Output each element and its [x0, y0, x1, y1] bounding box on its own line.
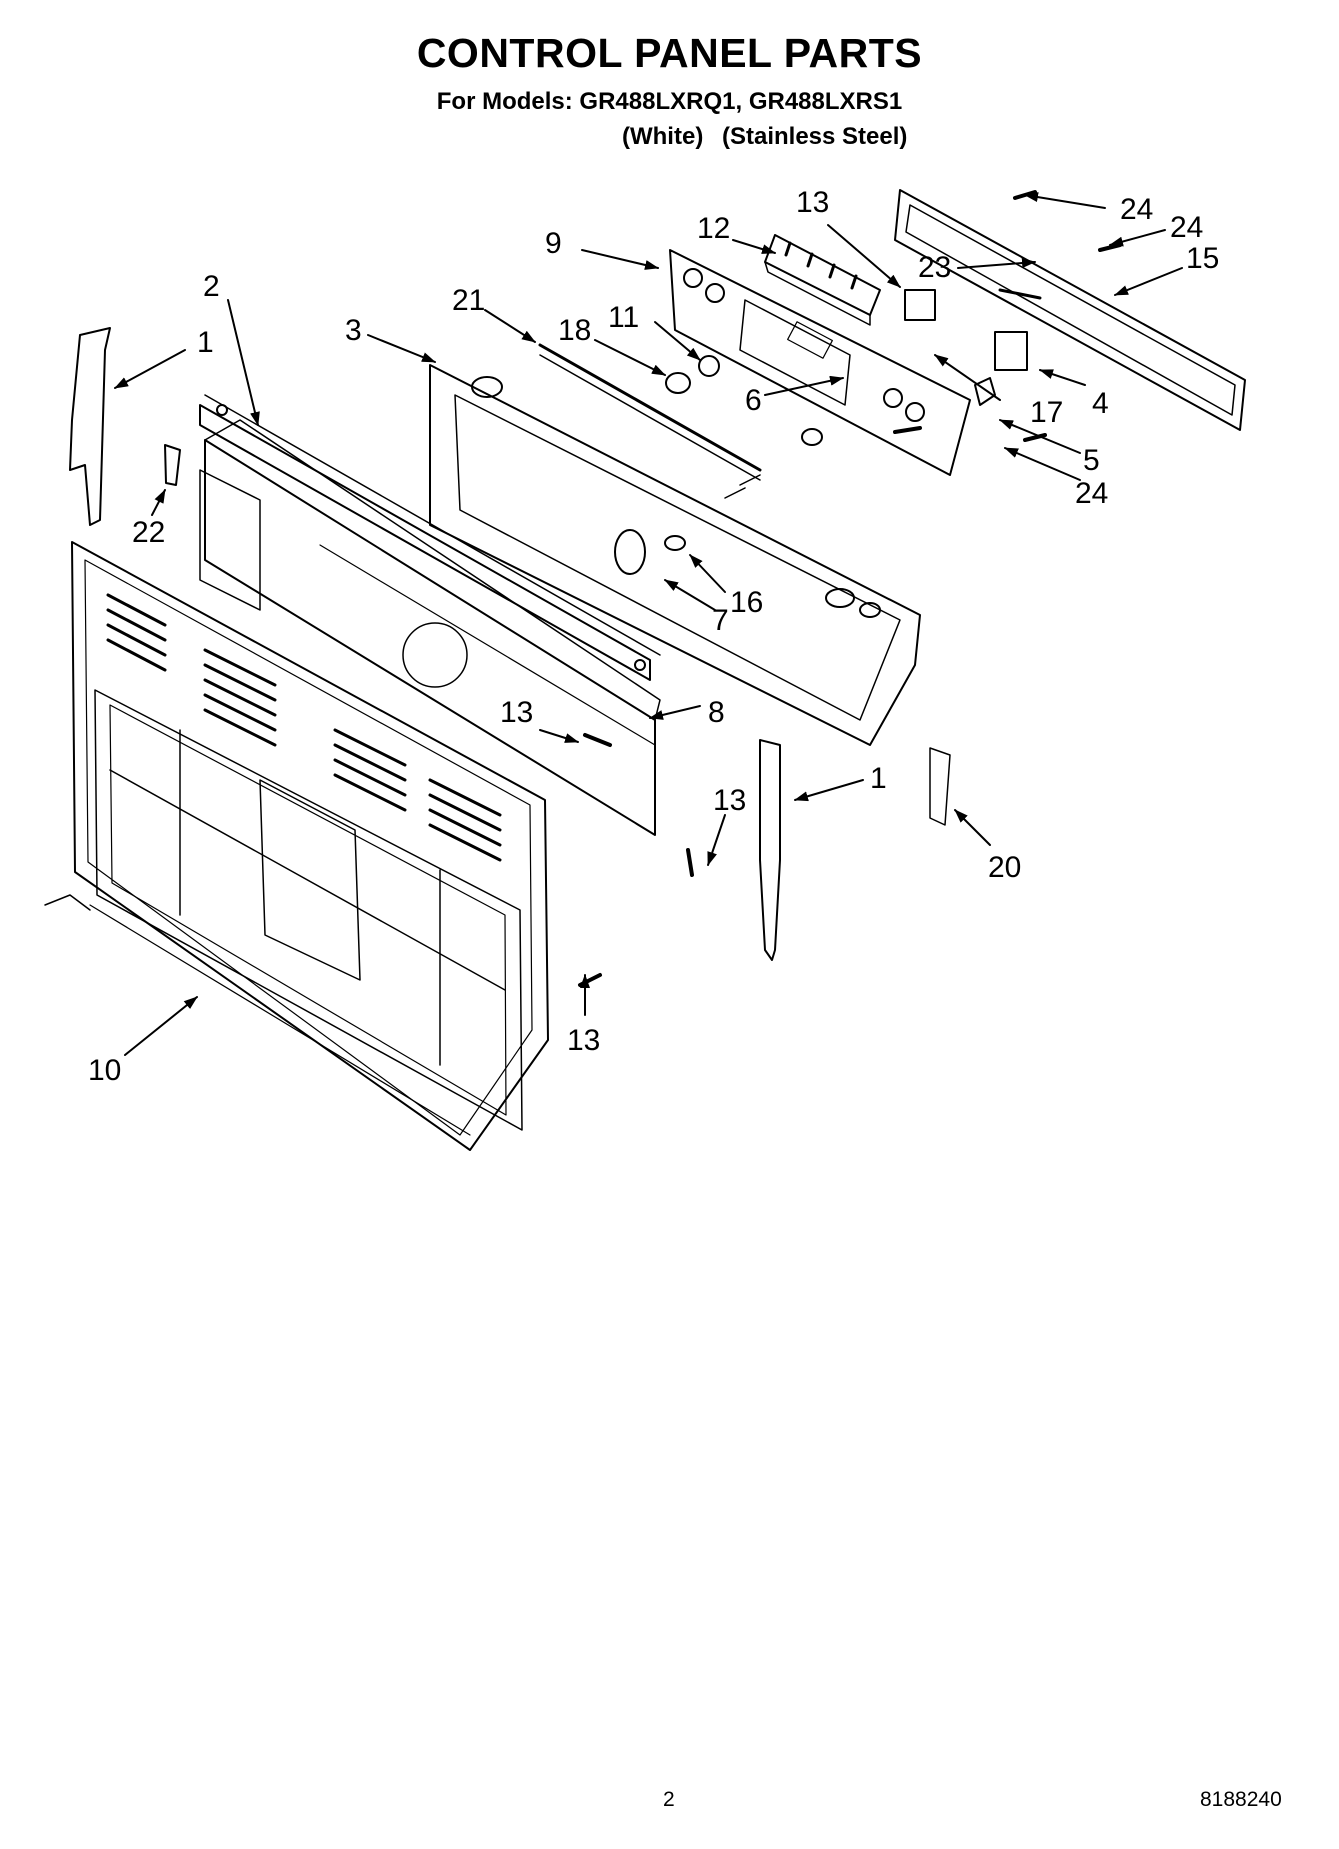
callout-24-a: 24: [1120, 193, 1153, 226]
part-2-rail: [199, 394, 661, 681]
document-number: 8188240: [1200, 1788, 1282, 1811]
callout-6: 6: [745, 384, 762, 417]
callout-16: 16: [730, 586, 763, 619]
callout-13-top: 13: [796, 186, 829, 219]
callout-22: 22: [132, 516, 165, 549]
callout-1-left: 1: [197, 326, 214, 359]
callout-labels: 1 2 3 9 12 13 24 24 15 23 21 18 11 6 17 …: [88, 186, 1219, 1087]
callout-8: 8: [708, 696, 725, 729]
callout-9: 9: [545, 227, 562, 260]
part-3-housing: [429, 364, 921, 746]
callout-11: 11: [608, 301, 639, 334]
page-title: CONTROL PANEL PARTS: [416, 30, 923, 76]
small-parts: [69, 190, 1122, 987]
callout-20: 20: [988, 851, 1021, 884]
callout-4: 4: [1092, 387, 1109, 420]
leader-arrows: [114, 192, 1183, 1056]
variant-stainless: (Stainless Steel): [722, 123, 908, 150]
callout-12: 12: [697, 212, 730, 245]
part-8-bracket: [199, 419, 661, 836]
part-12-control-board: [764, 234, 881, 326]
callout-5: 5: [1083, 444, 1100, 477]
callout-2: 2: [203, 270, 220, 303]
callout-23: 23: [918, 251, 951, 284]
page-number: 2: [663, 1788, 675, 1811]
callout-1-right: 1: [870, 762, 887, 795]
callout-21: 21: [452, 284, 485, 317]
callout-13-lower: 13: [713, 784, 746, 817]
callout-3: 3: [345, 314, 362, 347]
callout-15: 15: [1186, 242, 1219, 275]
callout-13-mid: 13: [500, 696, 533, 729]
callout-7: 7: [712, 604, 729, 637]
callout-24-b: 24: [1170, 211, 1203, 244]
part-9-panel-face: [669, 249, 971, 476]
callout-18: 18: [558, 314, 591, 347]
part-15-trim: [894, 189, 1246, 431]
callout-17: 17: [1030, 396, 1063, 429]
callout-10: 10: [88, 1054, 121, 1087]
callout-24-c: 24: [1075, 477, 1108, 510]
variant-white: (White): [622, 123, 704, 150]
callout-13-bottom: 13: [567, 1024, 600, 1057]
models-line: For Models: GR488LXRQ1, GR488LXRS1: [436, 88, 903, 115]
part-10-rear-panel: [44, 541, 549, 1151]
